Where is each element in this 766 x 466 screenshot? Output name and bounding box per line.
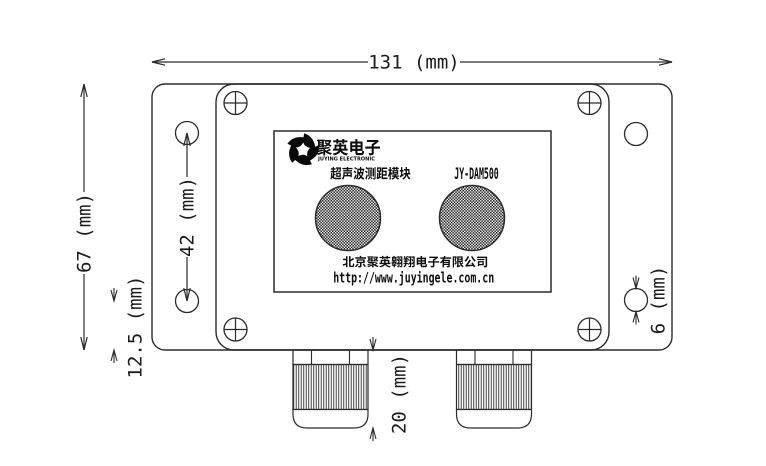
brand-logo-icon bbox=[287, 133, 320, 166]
dim-hole-diameter-label: 6 (mm) bbox=[647, 266, 669, 335]
dim-hole-spacing-label: 42 (mm) bbox=[176, 177, 198, 257]
model-number-text: JY-DAM500 bbox=[454, 164, 499, 183]
corner-screw bbox=[223, 317, 248, 342]
dim-width-131: 131 (mm) bbox=[151, 51, 673, 73]
nameplate-outline bbox=[273, 130, 552, 293]
mounting-plate-outline bbox=[151, 83, 673, 351]
corner-screw bbox=[223, 90, 248, 116]
enclosure-outline bbox=[215, 83, 610, 351]
website-url-text: http://www.juyingele.com.cn bbox=[333, 271, 494, 287]
dim-gland-height-20: 20 (mm) bbox=[369, 337, 410, 441]
corner-screw bbox=[577, 90, 602, 116]
mounting-hole bbox=[623, 121, 649, 147]
transducer-left bbox=[314, 184, 382, 252]
dim-width-label: 131 (mm) bbox=[368, 51, 460, 73]
cable-gland-left bbox=[292, 349, 369, 429]
company-name-text bbox=[342, 255, 488, 268]
dim-height-label: 67 (mm) bbox=[73, 193, 95, 273]
cable-gland-right bbox=[455, 349, 533, 429]
dim-height-67: 67 (mm) bbox=[73, 83, 95, 351]
brand-name-text bbox=[316, 138, 381, 156]
dim-hole-diameter-6: 6 (mm) bbox=[632, 266, 669, 335]
dim-hole-offset-12-5: 12.5 (mm) bbox=[110, 276, 146, 379]
dim-gland-height-label: 20 (mm) bbox=[388, 354, 410, 434]
product-name-text bbox=[330, 166, 411, 180]
dim-hole-offset-label: 12.5 (mm) bbox=[124, 276, 146, 379]
brand-subtitle-text: JUYING ELECTRONIC bbox=[317, 157, 375, 163]
corner-screw bbox=[577, 317, 602, 342]
mounting-hole bbox=[623, 287, 649, 313]
transducer-right bbox=[438, 184, 506, 252]
dim-hole-spacing-42: 42 (mm) bbox=[176, 132, 198, 302]
